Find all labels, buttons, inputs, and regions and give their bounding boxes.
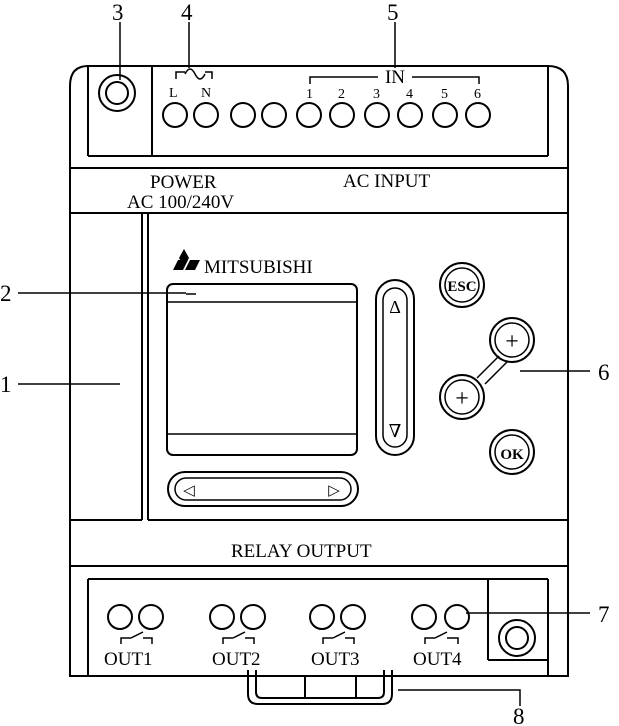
terminal-out4-a: [411, 604, 437, 630]
plus-connector: [476, 355, 508, 385]
callout-8: 8: [513, 704, 525, 726]
callout-6: 6: [598, 360, 610, 385]
terminal-out1-b: [138, 604, 164, 630]
terminal-out1-a: [107, 604, 133, 630]
callout-2: 2: [0, 281, 12, 306]
esc-button[interactable]: ESC: [439, 262, 485, 308]
terminal-out2-b: [240, 604, 266, 630]
front-cover: [70, 213, 568, 521]
in-label-2: 2: [338, 87, 345, 102]
in-label-1: 1: [306, 87, 313, 102]
callout-1: 1: [0, 372, 12, 397]
screw-top-left: [98, 74, 136, 112]
out1-label: OUT1: [104, 649, 153, 670]
terminal-out2-a: [209, 604, 235, 630]
din-rail-clip: [247, 670, 393, 705]
svg-text:+: +: [505, 329, 519, 355]
brand-name: MITSUBISHI: [204, 257, 313, 278]
terminal-in-6: [465, 102, 491, 128]
top-terminal-row: [162, 102, 491, 128]
plus-button-top[interactable]: +: [489, 317, 535, 363]
terminal-blank-1: [230, 102, 256, 128]
power-terminal-labels: ~ L N: [169, 68, 213, 101]
ok-button[interactable]: OK: [489, 429, 535, 475]
input-group-bracket: IN 1 2 3 4 5 6: [306, 67, 481, 102]
output-terminal-row: [107, 604, 470, 630]
terminal-out3-b: [340, 604, 366, 630]
power-label: POWER: [150, 172, 217, 193]
terminal-out4-b: [444, 604, 470, 630]
out3-label: OUT3: [311, 649, 360, 670]
in-label-5: 5: [441, 87, 448, 102]
terminal-n: [193, 102, 219, 128]
label-n: N: [201, 86, 211, 101]
callout-5: 5: [387, 0, 399, 25]
left-arrow-icon[interactable]: ◁: [183, 483, 195, 499]
callout-7: 7: [598, 602, 610, 627]
terminal-in-5: [432, 102, 458, 128]
terminal-in-3: [364, 102, 390, 128]
up-arrow-icon[interactable]: Δ: [389, 297, 401, 317]
terminal-in-2: [329, 102, 355, 128]
down-arrow-icon[interactable]: ∇: [389, 421, 402, 441]
screw-bottom-right: [498, 619, 536, 657]
label-l: L: [169, 86, 178, 101]
svg-text:+: +: [455, 386, 469, 412]
terminal-l: [162, 102, 188, 128]
terminal-out3-a: [309, 604, 335, 630]
in-label-6: 6: [474, 87, 481, 102]
terminal-blank-2: [261, 102, 287, 128]
out2-label: OUT2: [212, 649, 261, 670]
ac-input-label: AC INPUT: [343, 171, 430, 192]
device-body: [69, 65, 569, 677]
callout-leaders: [18, 22, 590, 706]
lcd-display: [166, 283, 358, 456]
out4-label: OUT4: [413, 649, 462, 670]
in-label-4: 4: [406, 87, 413, 102]
terminal-in-4: [397, 102, 423, 128]
relay-output-label: RELAY OUTPUT: [231, 541, 372, 562]
callout-4: 4: [181, 0, 193, 25]
in-title: IN: [385, 67, 405, 88]
in-label-3: 3: [373, 87, 380, 102]
mitsubishi-logo: MITSUBISHI: [173, 249, 313, 278]
right-arrow-icon[interactable]: ▷: [328, 483, 340, 499]
callout-3: 3: [112, 0, 124, 25]
relay-contact-symbols: [120, 631, 459, 644]
svg-text:ESC: ESC: [447, 279, 476, 295]
horizontal-scroll-key[interactable]: ◁ ▷: [167, 471, 359, 507]
svg-text:OK: OK: [500, 447, 524, 463]
vertical-scroll-key[interactable]: Δ ∇: [375, 279, 415, 456]
power-rating-label: AC 100/240V: [127, 192, 234, 213]
plus-button-bottom[interactable]: +: [439, 374, 485, 420]
terminal-in-1: [296, 102, 322, 128]
